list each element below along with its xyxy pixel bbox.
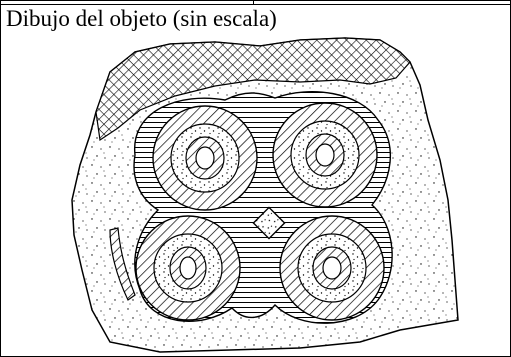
center-diamond [252,206,286,240]
ring-bottom-right [279,215,385,321]
ring-bottom-left [135,215,241,321]
lower-left-stroke [109,227,136,301]
crosshatch-band [95,37,411,142]
top-cell-border [0,0,511,5]
ring-top-right [272,102,378,208]
top-cell-divider [253,0,254,5]
figure-caption: Dibujo del objeto (sin escala) [6,6,277,31]
ring-top-left [152,105,258,211]
